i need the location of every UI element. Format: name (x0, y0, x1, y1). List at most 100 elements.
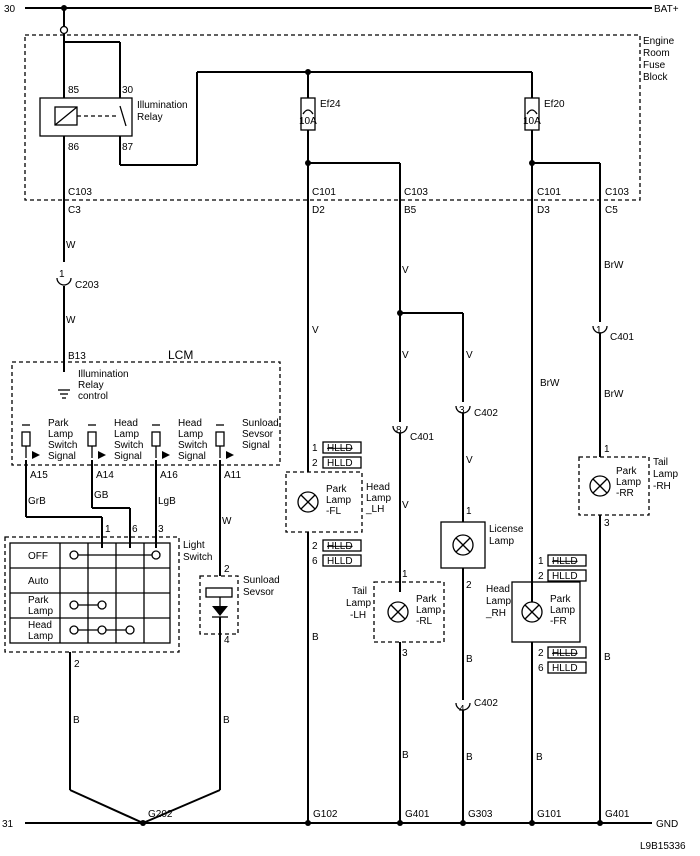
svg-text:4: 4 (459, 704, 465, 715)
svg-text:1: 1 (538, 556, 544, 567)
wire-color-brw: BrW (604, 260, 624, 271)
svg-text:Sevsor: Sevsor (243, 587, 275, 598)
svg-text:Head: Head (114, 418, 138, 429)
svg-text:6: 6 (312, 556, 318, 567)
light-switch: 1 6 3 Light Switch OFF Auto Park Lamp He… (4, 524, 212, 670)
svg-text:Lamp: Lamp (416, 605, 441, 616)
fuse-ef24: Ef24 10A (299, 72, 341, 131)
ground-rail-label: GND (656, 819, 678, 830)
svg-text:Signal: Signal (178, 451, 206, 462)
wire-color-grb: GrB (28, 496, 46, 507)
svg-text:HLLD: HLLD (327, 458, 353, 469)
svg-text:Lamp: Lamp (616, 477, 641, 488)
svg-text:6: 6 (538, 663, 544, 674)
wire-color-b: B (466, 752, 473, 763)
wire-color-brw: BrW (604, 389, 624, 400)
svg-text:1: 1 (59, 269, 65, 280)
svg-text:control: control (78, 391, 108, 402)
svg-text:Park: Park (326, 484, 348, 495)
ground-g401: G401 (405, 809, 430, 820)
head-lamp-rh-label: Head (486, 584, 510, 595)
switch-row-park: Park (28, 595, 50, 606)
svg-text:HLLD: HLLD (327, 556, 353, 567)
wire-color-v: V (466, 350, 473, 361)
lcm-input-head-lamp-switch-2: Head Lamp Switch Signal A16 (151, 418, 207, 481)
svg-text:2: 2 (224, 564, 230, 575)
wire-color-b: B (223, 715, 230, 726)
wire-color-b: B (536, 752, 543, 763)
svg-text:_LH: _LH (365, 504, 384, 515)
tail-lamp-lh-label: Tail (352, 586, 367, 597)
relay-name-line: Illumination (137, 100, 188, 111)
svg-text:C3: C3 (68, 205, 81, 216)
svg-text:Park: Park (550, 594, 572, 605)
battery-rail-number: 30 (4, 4, 16, 15)
wire-color-gb: GB (94, 490, 109, 501)
wire-color-v: V (312, 325, 319, 336)
svg-text:1: 1 (312, 443, 318, 454)
connector-c103-c5: C103 C5 (605, 187, 629, 216)
svg-text:A14: A14 (96, 470, 114, 481)
illumination-relay: 85 30 86 87 Illumination Relay (39, 85, 188, 153)
wire-color-v: V (402, 350, 409, 361)
svg-text:3: 3 (158, 524, 164, 535)
connector-c101-d2: C101 D2 (312, 187, 336, 216)
svg-text:C101: C101 (312, 187, 336, 198)
svg-text:Illumination: Illumination (78, 369, 129, 380)
fuse-block-title-line: Block (643, 72, 668, 83)
wire-color-w: W (66, 240, 76, 251)
wire-color-v: V (402, 500, 409, 511)
svg-text:HLLD: HLLD (552, 648, 578, 659)
battery-rail-label: BAT+ (654, 4, 679, 15)
ground-rail: 31 GND (2, 819, 678, 830)
wire-color-v: V (466, 455, 473, 466)
fuse-ef20-name: Ef20 (544, 99, 565, 110)
svg-text:Lamp: Lamp (366, 493, 391, 504)
wire-color-b: B (312, 632, 319, 643)
svg-text:1: 1 (604, 444, 610, 455)
svg-text:2: 2 (312, 458, 318, 469)
svg-text:A15: A15 (30, 470, 48, 481)
svg-text:2: 2 (538, 571, 544, 582)
svg-text:3: 3 (604, 518, 610, 529)
ground-g102: G102 (313, 809, 338, 820)
svg-text:1: 1 (105, 524, 111, 535)
ground-g401: G401 (605, 809, 630, 820)
svg-text:Lamp: Lamp (326, 495, 351, 506)
lcm-input-pin: B13 (68, 351, 86, 362)
wire-color-brw: BrW (540, 378, 560, 389)
svg-text:Lamp: Lamp (114, 429, 139, 440)
fuse-block-title-line: Room (643, 48, 670, 59)
park-lamp-rr: 1 Park Lamp -RR Tail Lamp -RH 3 (578, 444, 678, 529)
lcm-module: LCM B13 Illumination Relay control Park … (11, 348, 281, 481)
svg-text:-RR: -RR (616, 488, 634, 499)
relay-pin-85: 85 (68, 85, 80, 96)
svg-text:-FL: -FL (326, 506, 341, 517)
fuse-ef24-rating: 10A (299, 116, 317, 127)
switch-row-auto: Auto (28, 576, 49, 587)
relay-pin-87: 87 (122, 142, 134, 153)
svg-text:C101: C101 (537, 187, 561, 198)
svg-text:6: 6 (132, 524, 138, 535)
svg-text:Switch: Switch (114, 440, 143, 451)
wire-color-w: W (66, 315, 76, 326)
license-lamp: 1 License Lamp 2 (440, 506, 524, 591)
svg-text:Lamp: Lamp (178, 429, 203, 440)
lcm-input-head-lamp-switch: Head Lamp Switch Signal A14 (87, 418, 143, 481)
head-lamp-lh-label: Head (366, 482, 390, 493)
svg-text:Park: Park (416, 594, 438, 605)
svg-text:4: 4 (224, 635, 230, 646)
relay-pin-30: 30 (122, 85, 134, 96)
park-lamp-rl: 1 Park Lamp -RL Tail Lamp -LH 3 (346, 569, 445, 659)
svg-text:-RH: -RH (653, 481, 671, 492)
svg-text:Park: Park (616, 466, 638, 477)
svg-text:Sunload: Sunload (242, 418, 279, 429)
svg-text:Lamp: Lamp (489, 536, 514, 547)
wire-color-b: B (73, 715, 80, 726)
relay-pin-86: 86 (68, 142, 80, 153)
svg-text:HLLD: HLLD (552, 663, 578, 674)
fuse-block-title-line: Fuse (643, 60, 666, 71)
fuse-ef20: Ef20 10A (523, 72, 565, 131)
svg-text:1: 1 (466, 506, 472, 517)
